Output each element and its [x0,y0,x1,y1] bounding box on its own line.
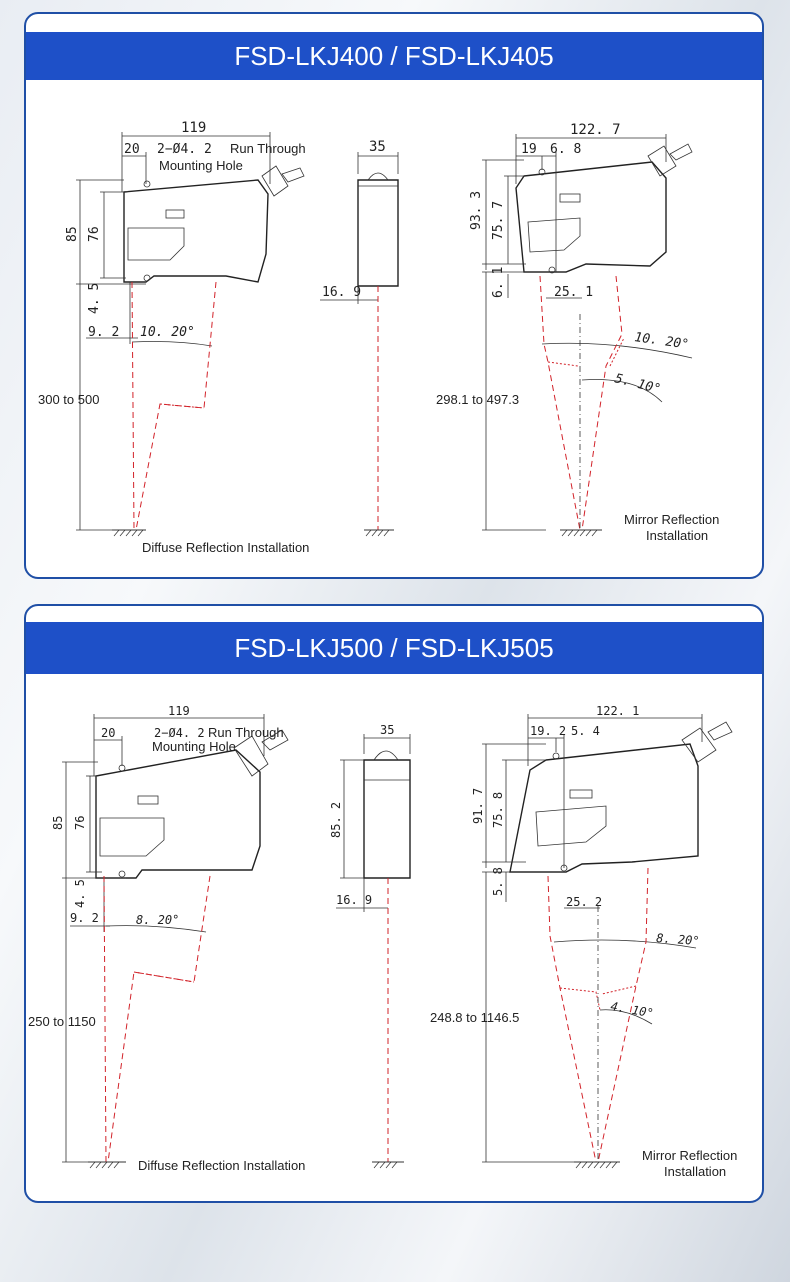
dim-h758: 75. 8 [491,792,505,828]
dim-19: 19 [521,142,537,157]
dim-h933: 93. 3 [469,191,484,230]
dim-angle1: 8. 20° [656,931,700,948]
run-through-label: Run Through [230,141,306,156]
dim-54: 5. 4 [571,724,600,738]
mirror-caption-1: Mirror Reflection [624,512,719,527]
mirror-range-label: 298.1 to 497.3 [436,392,519,407]
front-view: 119 20 2−Ø4. 2 Run Through Mounting Hole… [28,704,305,1173]
dim-h76: 76 [87,226,102,242]
mounting-hole-label: Mounting Hole [159,158,243,173]
dim-169: 16. 9 [322,285,361,300]
mirror-range-label: 248.8 to 1146.5 [430,1010,519,1025]
mirror-view: 122. 1 19. 2 5. 4 91. 7 75. 8 5. 8 25. 2… [430,704,737,1179]
diffuse-caption: Diffuse Reflection Installation [142,540,309,555]
dim-mirror-width: 122. 1 [596,704,639,718]
side-view: 35 16. 9 [320,139,399,537]
laser-beam [131,281,217,531]
panel-title: FSD-LKJ500 / FSD-LKJ505 [26,622,762,674]
mirror-caption-1: Mirror Reflection [642,1148,737,1163]
dim-h76: 76 [73,816,87,830]
drawing-panel-lkj400: FSD-LKJ400 / FSD-LKJ405 [24,12,764,579]
sensor-body-front [95,749,261,879]
dim-252: 25. 2 [566,895,602,909]
dim-mirror-width: 122. 7 [570,122,621,138]
dim-20: 20 [101,726,115,740]
dim-h61: 6. 1 [491,267,506,298]
laser-beam-mirror [547,867,649,1163]
panel-title: FSD-LKJ400 / FSD-LKJ405 [26,32,762,80]
dim-h45: 4. 5 [87,283,102,314]
mounting-hole-label: Mounting Hole [152,739,236,754]
mirror-caption-2: Installation [646,528,708,543]
dim-width: 119 [168,704,190,718]
dim-angle1: 10. 20° [633,330,689,352]
range-label: 250 to 1150 [28,1014,96,1029]
laser-beam [103,875,211,1163]
front-view: 119 20 2−Ø4. 2 Run Through Mounting Hole… [38,120,309,555]
sensor-body-mirror [515,161,667,273]
dim-hole: 2−Ø4. 2 [154,726,205,740]
run-through-label: Run Through [208,725,284,740]
dim-width: 119 [181,120,206,136]
dim-h917: 91. 7 [471,788,485,824]
dim-169: 16. 9 [336,893,372,907]
dim-h85: 85 [51,816,65,830]
sensor-body-front [123,179,269,283]
diffuse-caption: Diffuse Reflection Installation [138,1158,305,1173]
dim-h852: 85. 2 [329,802,343,838]
dim-h45: 4. 5 [73,879,87,908]
dim-hole: 2−Ø4. 2 [157,142,212,157]
dim-h58: 5. 8 [491,867,505,896]
dim-h757: 75. 7 [491,201,506,240]
sensor-body-side [363,759,411,879]
dim-side-width: 35 [369,139,386,155]
dim-angle2: 4. 10° [609,999,654,1020]
dim-angle: 10. 20° [140,325,195,340]
dimension-drawing-lkj500: 119 20 2−Ø4. 2 Run Through Mounting Hole… [28,704,737,1179]
dim-92: 9. 2 [88,325,119,340]
mirror-caption-2: Installation [664,1164,726,1179]
dimension-drawing-lkj400: 119 20 2−Ø4. 2 Run Through Mounting Hole… [38,120,719,555]
side-view: 35 85. 2 16. 9 [329,723,411,1169]
laser-beam-mirror [539,275,623,531]
dim-angle2: 5. 10° [613,371,662,397]
dim-192: 19. 2 [530,724,566,738]
sensor-body-side [357,179,399,287]
range-label: 300 to 500 [38,392,99,407]
dim-h85: 85 [65,226,80,242]
dim-92: 9. 2 [70,911,99,925]
dim-side-width: 35 [380,723,394,737]
dim-angle: 8. 20° [136,913,179,927]
drawing-panel-lkj500: FSD-LKJ500 / FSD-LKJ505 [24,604,764,1203]
mirror-view: 122. 7 19 6. 8 93. 3 75. 7 6. 1 25. 1 10… [436,122,719,543]
sensor-body-mirror [509,743,699,873]
dim-20: 20 [124,142,140,157]
dim-68: 6. 8 [550,142,581,157]
dim-251: 25. 1 [554,285,593,300]
